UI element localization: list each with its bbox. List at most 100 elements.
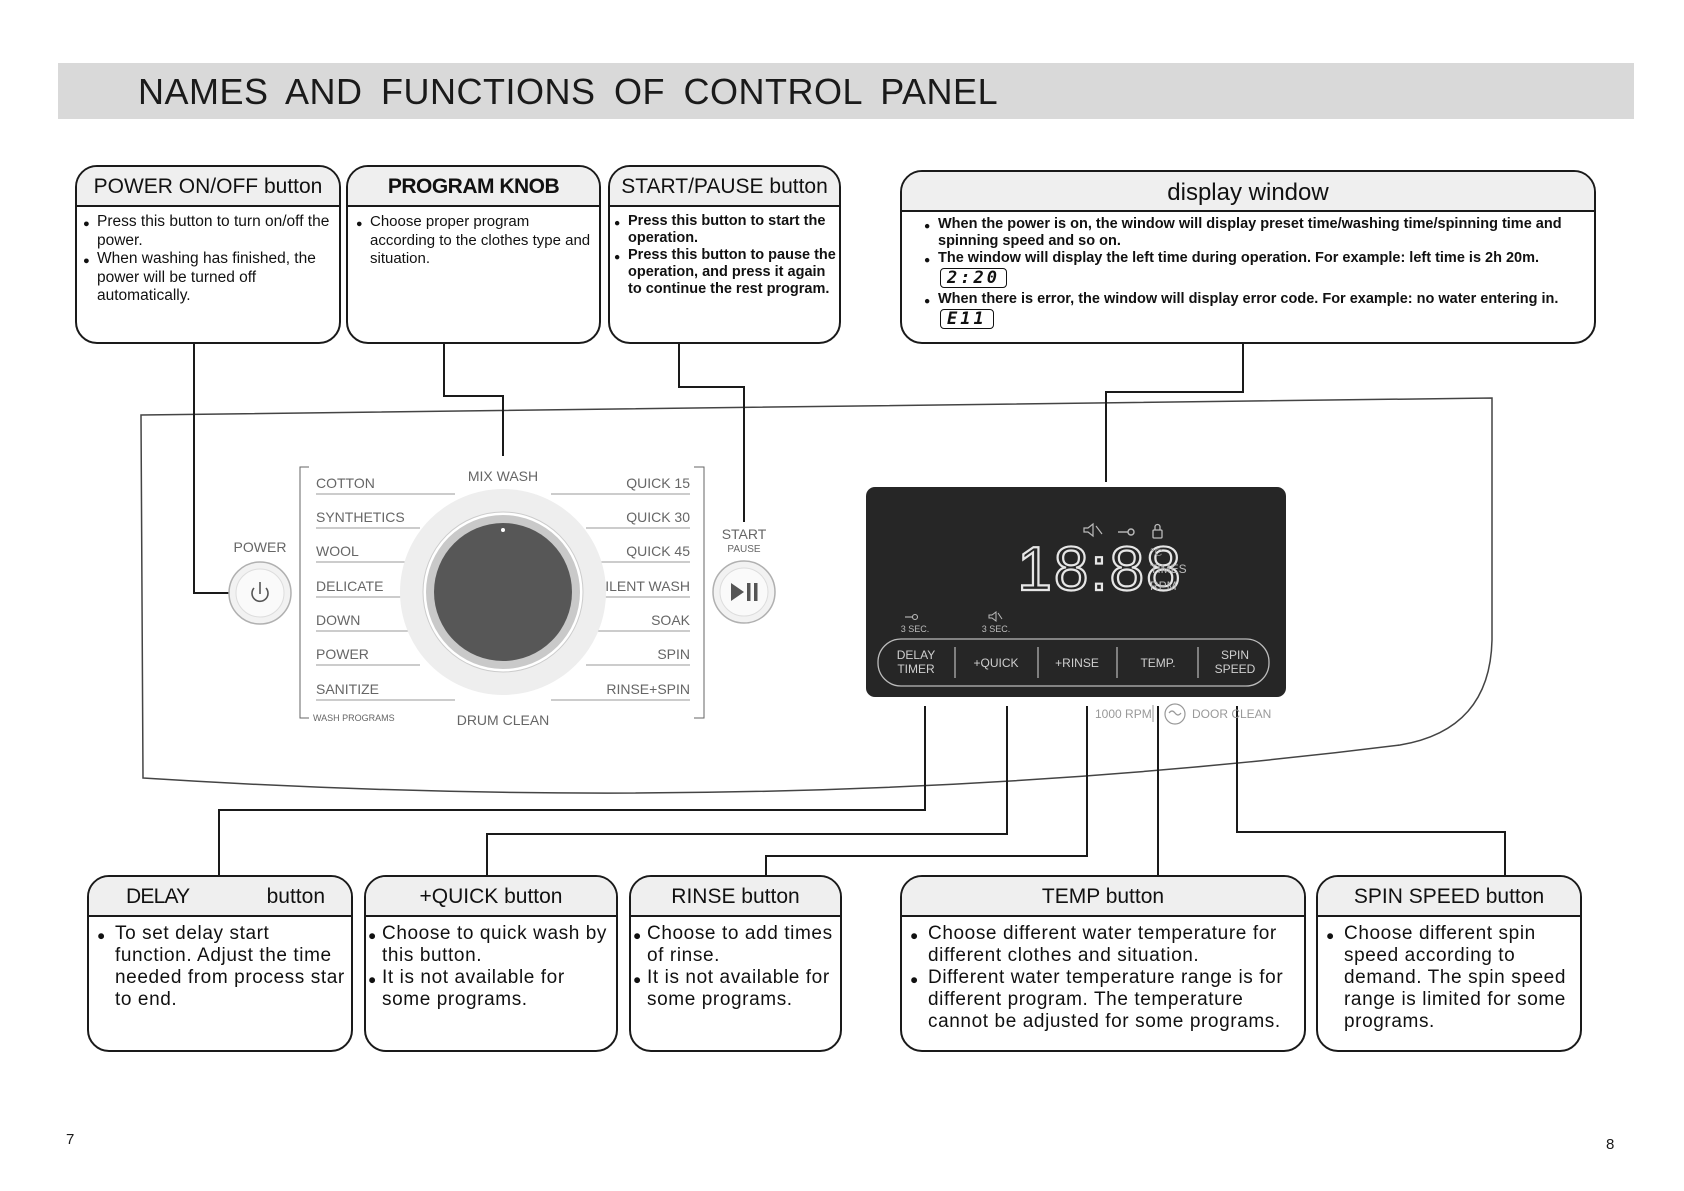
- rinse-info-head: RINSE button: [631, 877, 840, 917]
- program-cotton: COTTON: [316, 475, 375, 491]
- start-info-head: START/PAUSE button: [610, 167, 839, 207]
- unit-celsius: °C: [1150, 547, 1162, 559]
- spin-info-head: SPIN SPEED button: [1318, 877, 1580, 917]
- power-label: POWER: [234, 539, 287, 555]
- rinse-info-item-1: Choose to add times of rinse.: [633, 923, 838, 967]
- temp-button[interactable]: TEMP.: [1140, 656, 1175, 670]
- door-clean-label: DOOR CLEAN: [1192, 707, 1271, 721]
- program-mix-wash: MIX WASH: [468, 468, 538, 484]
- pause-label: PAUSE: [727, 544, 760, 555]
- program-synthetics: SYNTHETICS: [316, 509, 405, 525]
- program-info-head: PROGRAM KNOB: [348, 167, 599, 207]
- spin-speed-button-line1[interactable]: SPIN: [1221, 648, 1249, 662]
- mute-icon-small: [988, 611, 1003, 622]
- program-power: POWER: [316, 646, 369, 662]
- display-info-body: When the power is on, the window will di…: [924, 216, 1580, 332]
- delay-timer-button-line2[interactable]: TIMER: [897, 662, 935, 676]
- page-title: NAMES AND FUNCTIONS OF CONTROL PANEL: [138, 71, 999, 112]
- start-info-item-2: Press this button to pause the operation…: [614, 247, 837, 298]
- key-icon-small: [905, 613, 919, 621]
- display-info-item-1: When the power is on, the window will di…: [924, 216, 1580, 250]
- power-info-item-2: When washing has finished, the power wil…: [83, 250, 333, 306]
- door-clean-icon: [1164, 703, 1186, 725]
- quick-info-body: Choose to quick wash by this button. It …: [368, 923, 614, 1011]
- spin-info-box: SPIN SPEED button Choose different spin …: [1316, 875, 1582, 1052]
- program-bracket-left: [299, 466, 309, 719]
- power-info-item-1: Press this button to turn on/off the pow…: [83, 213, 333, 250]
- quick-button[interactable]: +QUICK: [973, 656, 1018, 670]
- program-sanitize: SANITIZE: [316, 681, 379, 697]
- lock-icon: [1152, 523, 1163, 539]
- program-silent-wash: SILENT WASH: [596, 578, 690, 594]
- connector-lines-top: [193, 342, 1244, 594]
- display-info-item-3: When there is error, the window will dis…: [924, 291, 1580, 310]
- temp-info-body: Choose different water temperature for d…: [910, 923, 1300, 1033]
- rinse-button[interactable]: +RINSE: [1055, 656, 1099, 670]
- program-wool: WOOL: [316, 543, 359, 559]
- quick-info-item-2: It is not available for some programs.: [368, 967, 614, 1011]
- start-info-body: Press this button to start the operation…: [614, 213, 837, 298]
- power-connector: [193, 342, 230, 594]
- panel-outline: [140, 397, 1493, 794]
- quick-info-item-1: Choose to quick wash by this button.: [368, 923, 614, 967]
- power-info-body: Press this button to turn on/off the pow…: [83, 213, 333, 306]
- mute-icon: [1083, 522, 1103, 538]
- program-quick45: QUICK 45: [626, 543, 690, 559]
- quick-connector: [486, 706, 1008, 877]
- temp-info-head: TEMP button: [902, 877, 1304, 917]
- example-error-display: E11: [924, 308, 1580, 332]
- program-info-body: Choose proper program according to the c…: [356, 213, 593, 269]
- display-info-head: display window: [902, 172, 1594, 212]
- program-info-item-1: Choose proper program according to the c…: [356, 213, 593, 269]
- rinse-info-box: RINSE button Choose to add times of rins…: [629, 875, 842, 1052]
- program-lines-left: [316, 493, 455, 701]
- page-number-right: 8: [1606, 1136, 1615, 1153]
- start-info-item-1: Press this button to start the operation…: [614, 213, 837, 247]
- power-info-head: POWER ON/OFF button: [77, 167, 339, 207]
- example-time: 2:20: [940, 268, 1007, 288]
- temp-info-item-1: Choose different water temperature for d…: [910, 923, 1300, 967]
- delay-info-item-1: To set delay start function. Adjust the …: [97, 923, 347, 1011]
- power-button[interactable]: [228, 561, 292, 625]
- program-labels-right: QUICK 15 QUICK 30 QUICK 45 SILENT WASH S…: [596, 475, 691, 697]
- program-knob[interactable]: [400, 489, 606, 695]
- connector-lines-bottom: [218, 706, 1506, 877]
- start-info-box: START/PAUSE button Press this button to …: [608, 165, 841, 344]
- program-soak: SOAK: [651, 612, 691, 628]
- sec-label-1: 3 SEC.: [901, 624, 930, 634]
- display-digits: 18:88: [1017, 535, 1182, 604]
- page-number-left: 7: [66, 1131, 75, 1148]
- program-connector: [443, 342, 504, 456]
- quick-info-box: +QUICK button Choose to quick wash by th…: [364, 875, 618, 1052]
- rinse-info-body: Choose to add times of rinse. It is not …: [633, 923, 838, 1011]
- button-dividers: [954, 647, 1199, 678]
- display-connector: [1105, 342, 1244, 482]
- power-icon: [251, 582, 269, 603]
- delay-info-body: To set delay start function. Adjust the …: [97, 923, 347, 1011]
- example-time-display: 2:20: [924, 267, 1580, 291]
- key-icon: [1118, 528, 1135, 536]
- delay-info-head-a: DELAY: [126, 885, 190, 908]
- delay-timer-button-line1[interactable]: DELAY: [897, 648, 935, 662]
- program-drum-clean: DRUM CLEAN: [457, 712, 550, 728]
- example-error: E11: [940, 309, 994, 329]
- sec-label-2: 3 SEC.: [982, 624, 1011, 634]
- rinse-info-item-2: It is not available for some programs.: [633, 967, 838, 1011]
- program-quick15: QUICK 15: [626, 475, 690, 491]
- start-pause-button[interactable]: [712, 560, 776, 624]
- spin-info-item-1: Choose different spin speed according to…: [1326, 923, 1576, 1033]
- power-info-box: POWER ON/OFF button Press this button to…: [75, 165, 341, 344]
- program-delicate: DELICATE: [316, 578, 383, 594]
- spin-speed-button-line2[interactable]: SPEED: [1215, 662, 1256, 676]
- display-info-item-2: The window will display the left time du…: [924, 250, 1580, 269]
- temp-info-box: TEMP button Choose different water tempe…: [900, 875, 1306, 1052]
- unit-rpm: RPM: [1150, 579, 1177, 593]
- play-pause-icon: [731, 583, 758, 601]
- program-spin: SPIN: [657, 646, 690, 662]
- start-connector: [678, 342, 745, 522]
- spin-info-body: Choose different spin speed according to…: [1326, 923, 1576, 1033]
- delay-info-head-b: button: [266, 885, 325, 908]
- wash-programs-label: WASH PROGRAMS: [313, 713, 395, 723]
- quick-info-head: +QUICK button: [366, 877, 616, 917]
